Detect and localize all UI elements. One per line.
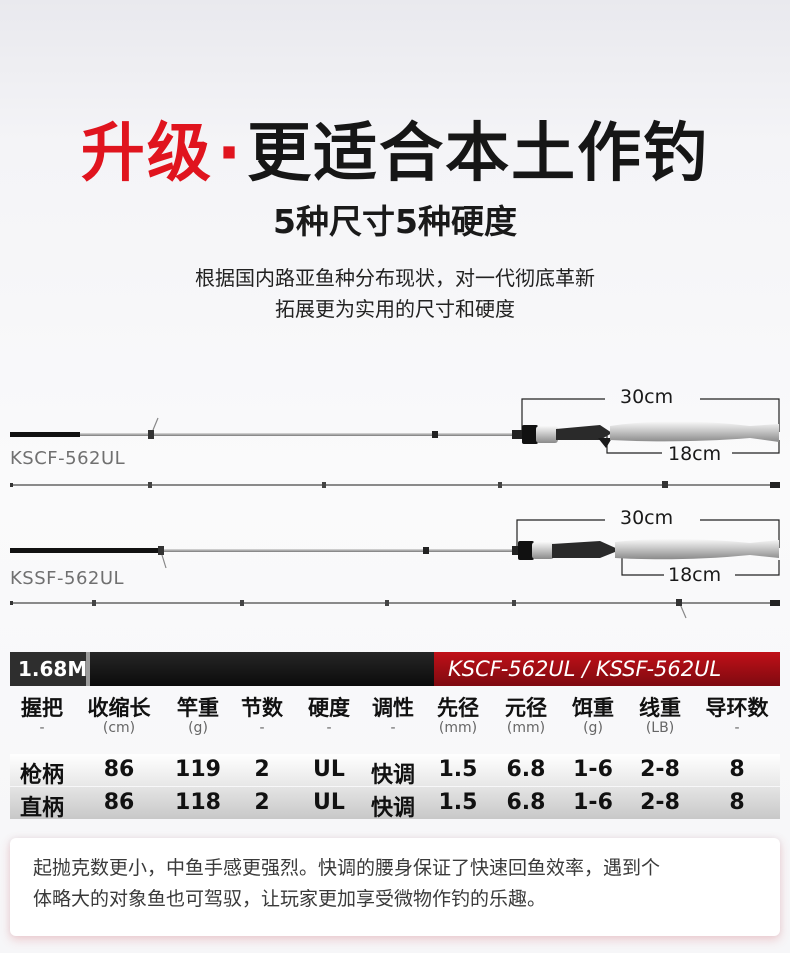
unit-guides: - <box>734 720 740 736</box>
description-line-2: 拓展更为实用的尺寸和硬度 <box>275 297 515 321</box>
unit-butt-diameter: (mm) <box>506 720 546 736</box>
spec-header-bar: 1.68M KSCF-562UL / KSSF-562UL <box>10 652 780 686</box>
table-cell: 快调 <box>370 763 415 788</box>
info-line-1: 起抛克数更小，中鱼手感更强烈。快调的腰身保证了快速回鱼效率，遇到个 <box>33 857 661 879</box>
title-dot: · <box>216 117 244 191</box>
info-box <box>10 838 780 936</box>
col-header-lure-weight: 饵重 <box>572 696 614 720</box>
unit-closed-length: (cm) <box>102 720 136 736</box>
table-cell: 快调 <box>370 796 415 821</box>
table-cell: 1.5 <box>438 757 478 782</box>
table-cell: 2-8 <box>640 757 680 782</box>
table-row <box>10 787 780 819</box>
rod1-model-label: KSCF-562UL <box>10 448 126 469</box>
rod2-grip-length: 18cm <box>668 564 722 586</box>
table-cell: 1-6 <box>573 790 613 815</box>
col-header-guides: 导环数 <box>705 696 769 720</box>
col-header-closed-length: 收缩长 <box>87 696 151 720</box>
col-header-weight: 竿重 <box>177 696 219 720</box>
unit-action: - <box>390 720 396 736</box>
info-line-2: 体略大的对象鱼也可驾驭，让玩家更加享受微物作钓的乐趣。 <box>33 888 547 910</box>
page-title: 升级·更适合本土作钓 <box>0 102 790 194</box>
table-cell: 1-6 <box>573 757 613 782</box>
model-names: KSCF-562UL / KSSF-562UL <box>434 652 780 686</box>
col-header-power: 硬度 <box>308 696 350 720</box>
rod1-grip-length: 18cm <box>668 443 722 465</box>
table-cell: 8 <box>729 790 745 815</box>
table-cell: 86 <box>103 790 135 815</box>
col-header-line-weight: 线重 <box>639 696 681 720</box>
col-header-action: 调性 <box>372 696 414 720</box>
col-header-butt-diameter: 元径 <box>505 696 547 720</box>
unit-lure-weight: (g) <box>583 720 603 736</box>
rod2-handle-length: 30cm <box>620 507 674 529</box>
length-separator <box>86 652 90 686</box>
table-cell: 1.5 <box>438 790 478 815</box>
title-red: 升级 <box>80 117 213 191</box>
rod-illustration-casting <box>10 398 780 488</box>
table-cell: 119 <box>175 757 221 782</box>
table-cell: 2 <box>254 790 270 815</box>
unit-weight: (g) <box>188 720 208 736</box>
subtitle: 5种尺寸5种硬度 <box>273 202 517 241</box>
col-header-grip: 握把 <box>21 696 63 720</box>
table-cell: 2-8 <box>640 790 680 815</box>
table-cell: UL <box>313 790 345 815</box>
table-cell: 2 <box>254 757 270 782</box>
rod-length: 1.68M <box>10 652 87 686</box>
description-line-1: 根据国内路亚鱼种分布现状，对一代彻底革新 <box>195 266 595 290</box>
table-row <box>10 754 780 786</box>
table-cell: 86 <box>103 757 135 782</box>
col-header-tip-diameter: 先径 <box>437 696 479 720</box>
unit-line-weight: (LB) <box>645 720 675 736</box>
col-header-sections: 节数 <box>241 696 283 720</box>
unit-grip: - <box>39 720 45 736</box>
table-cell: 118 <box>175 790 221 815</box>
rod-illustration-spinning <box>10 519 780 619</box>
unit-tip-diameter: (mm) <box>438 720 478 736</box>
unit-sections: - <box>259 720 265 736</box>
table-cell: UL <box>313 757 345 782</box>
unit-power: - <box>326 720 332 736</box>
table-cell: 8 <box>729 757 745 782</box>
rod2-model-label: KSSF-562UL <box>10 568 125 589</box>
rod1-handle-length: 30cm <box>620 386 674 408</box>
table-cell: 枪柄 <box>19 763 64 788</box>
title-black: 更适合本土作钓 <box>247 117 710 191</box>
table-cell: 6.8 <box>506 790 546 815</box>
table-cell: 直柄 <box>19 796 64 821</box>
table-cell: 6.8 <box>506 757 546 782</box>
